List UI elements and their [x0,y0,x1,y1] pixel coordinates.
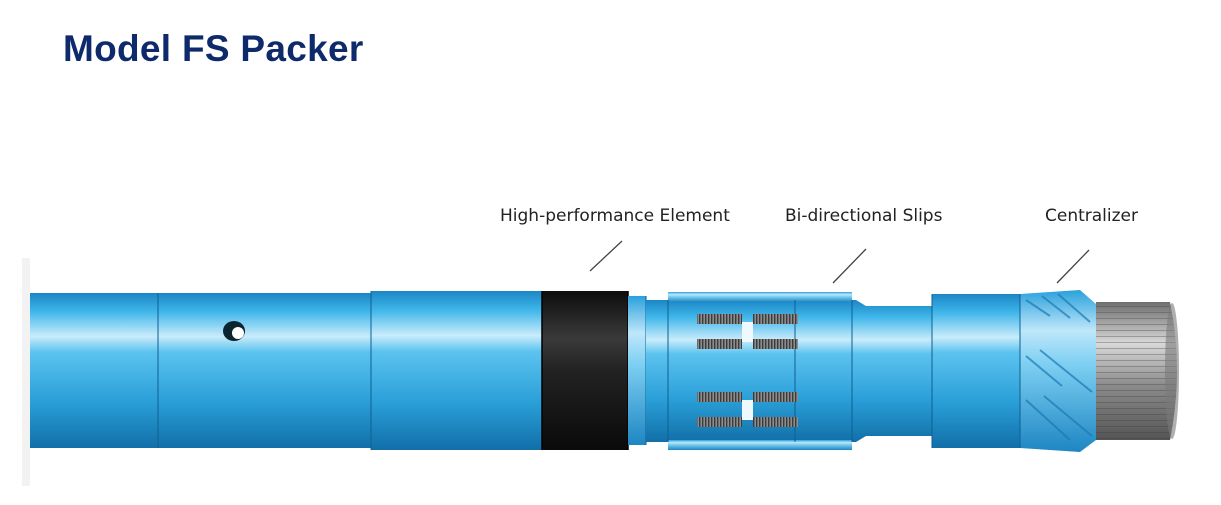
upper-body [30,291,542,450]
page-title: Model FS Packer [63,28,364,69]
callout-centralizer-leader [1056,249,1090,284]
packing-element [541,291,629,450]
slip-assembly [646,292,856,450]
callout-element-leader [589,240,623,272]
callout-slips-label: Bi-directional Slips [785,206,943,226]
threaded-connection [1096,302,1179,440]
callout-element-label: High-performance Element [500,206,730,226]
callout-slips-leader [832,248,867,284]
callout-centralizer-label: Centralizer [1045,206,1138,226]
centralizer [1019,290,1096,452]
lower-body [856,294,1020,448]
